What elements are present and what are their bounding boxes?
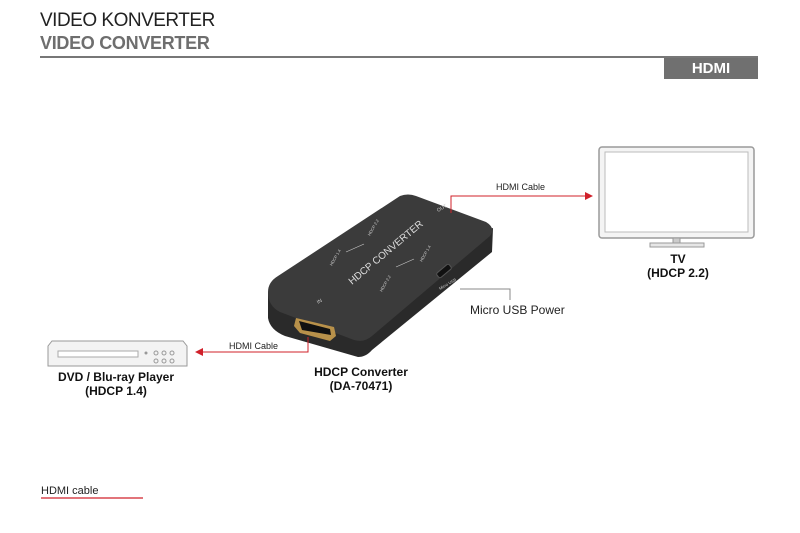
hdmi-cable-out-label: HDMI Cable: [496, 182, 546, 192]
source-spec: (HDCP 1.4): [85, 384, 147, 398]
power-callout-line: [460, 288, 511, 300]
converter-model: (DA-70471): [329, 379, 393, 393]
source-name: DVD / Blu-ray Player: [57, 370, 175, 384]
legend-hdmi-cable-label: HDMI cable: [41, 485, 99, 497]
title-english: VIDEO CONVERTER: [40, 33, 210, 53]
hdmi-cable-in-label: HDMI Cable: [229, 341, 279, 351]
tv-spec: (HDCP 2.2): [647, 266, 709, 280]
converter-label: HDCP Converter (DA-70471): [296, 365, 426, 393]
hdmi-cable-in-line: [195, 337, 309, 356]
header-divider: [40, 56, 758, 58]
title-german: VIDEO KONVERTER: [40, 10, 215, 31]
hdcp-converter-device: HDCP CONVERTER HDCP 1.4 HDCP 2.2 HDCP 2.…: [268, 194, 493, 357]
hdmi-cable-out-line: [450, 192, 593, 213]
micro-usb-power-label: Micro USB Power: [470, 303, 565, 317]
tv-label: TV (HDCP 2.2): [628, 252, 728, 280]
tv-icon: [598, 146, 755, 248]
device-out-text: OUT: [436, 203, 448, 213]
device-in-text: IN: [316, 298, 324, 306]
source-label: DVD / Blu-ray Player (HDCP 1.4): [36, 370, 196, 398]
tv-name: TV: [670, 252, 686, 266]
dvd-player-icon: [47, 340, 188, 367]
category-badge: HDMI: [664, 58, 758, 79]
converter-name: HDCP Converter: [314, 365, 408, 379]
